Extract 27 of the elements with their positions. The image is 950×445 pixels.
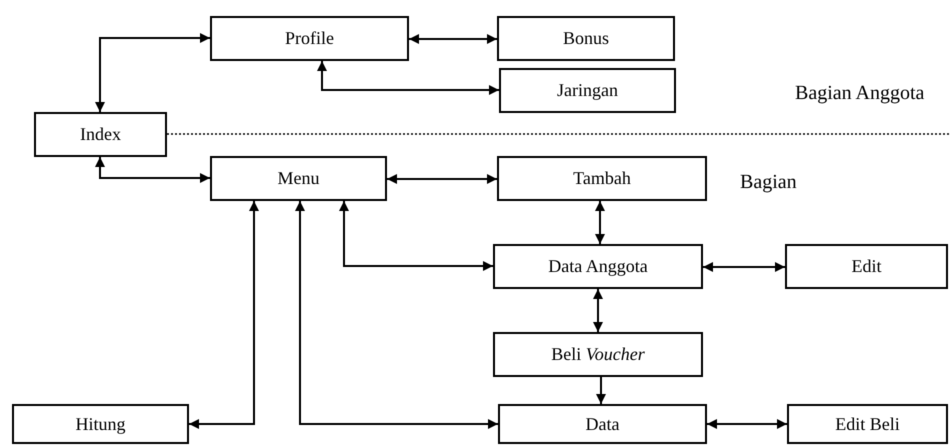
arrow [317, 61, 499, 95]
process-box: Data [498, 404, 707, 444]
arrow [596, 377, 606, 404]
section-label: Bagian Anggota [795, 81, 924, 106]
process-box: Beli Voucher [493, 332, 703, 377]
arrow [189, 201, 259, 429]
arrow [409, 34, 497, 44]
process-box: Jaringan [499, 68, 676, 113]
arrow [95, 157, 210, 183]
process-box: Edit Beli [787, 404, 948, 444]
process-box: Index [34, 112, 167, 157]
arrow [95, 33, 210, 112]
process-box: Tambah [497, 156, 707, 201]
process-box: Bonus [497, 16, 675, 61]
process-box: Profile [210, 16, 409, 61]
process-box: Edit [785, 244, 948, 289]
arrow [707, 419, 787, 429]
arrow [339, 201, 493, 271]
arrow [703, 262, 785, 272]
process-box: Hitung [12, 404, 189, 444]
arrow [595, 201, 605, 244]
section-label: Bagian [740, 170, 797, 195]
arrow [593, 289, 603, 332]
process-box: Menu [210, 156, 387, 201]
process-box: Data Anggota [493, 244, 703, 289]
arrow [387, 174, 497, 184]
arrow [295, 201, 498, 429]
